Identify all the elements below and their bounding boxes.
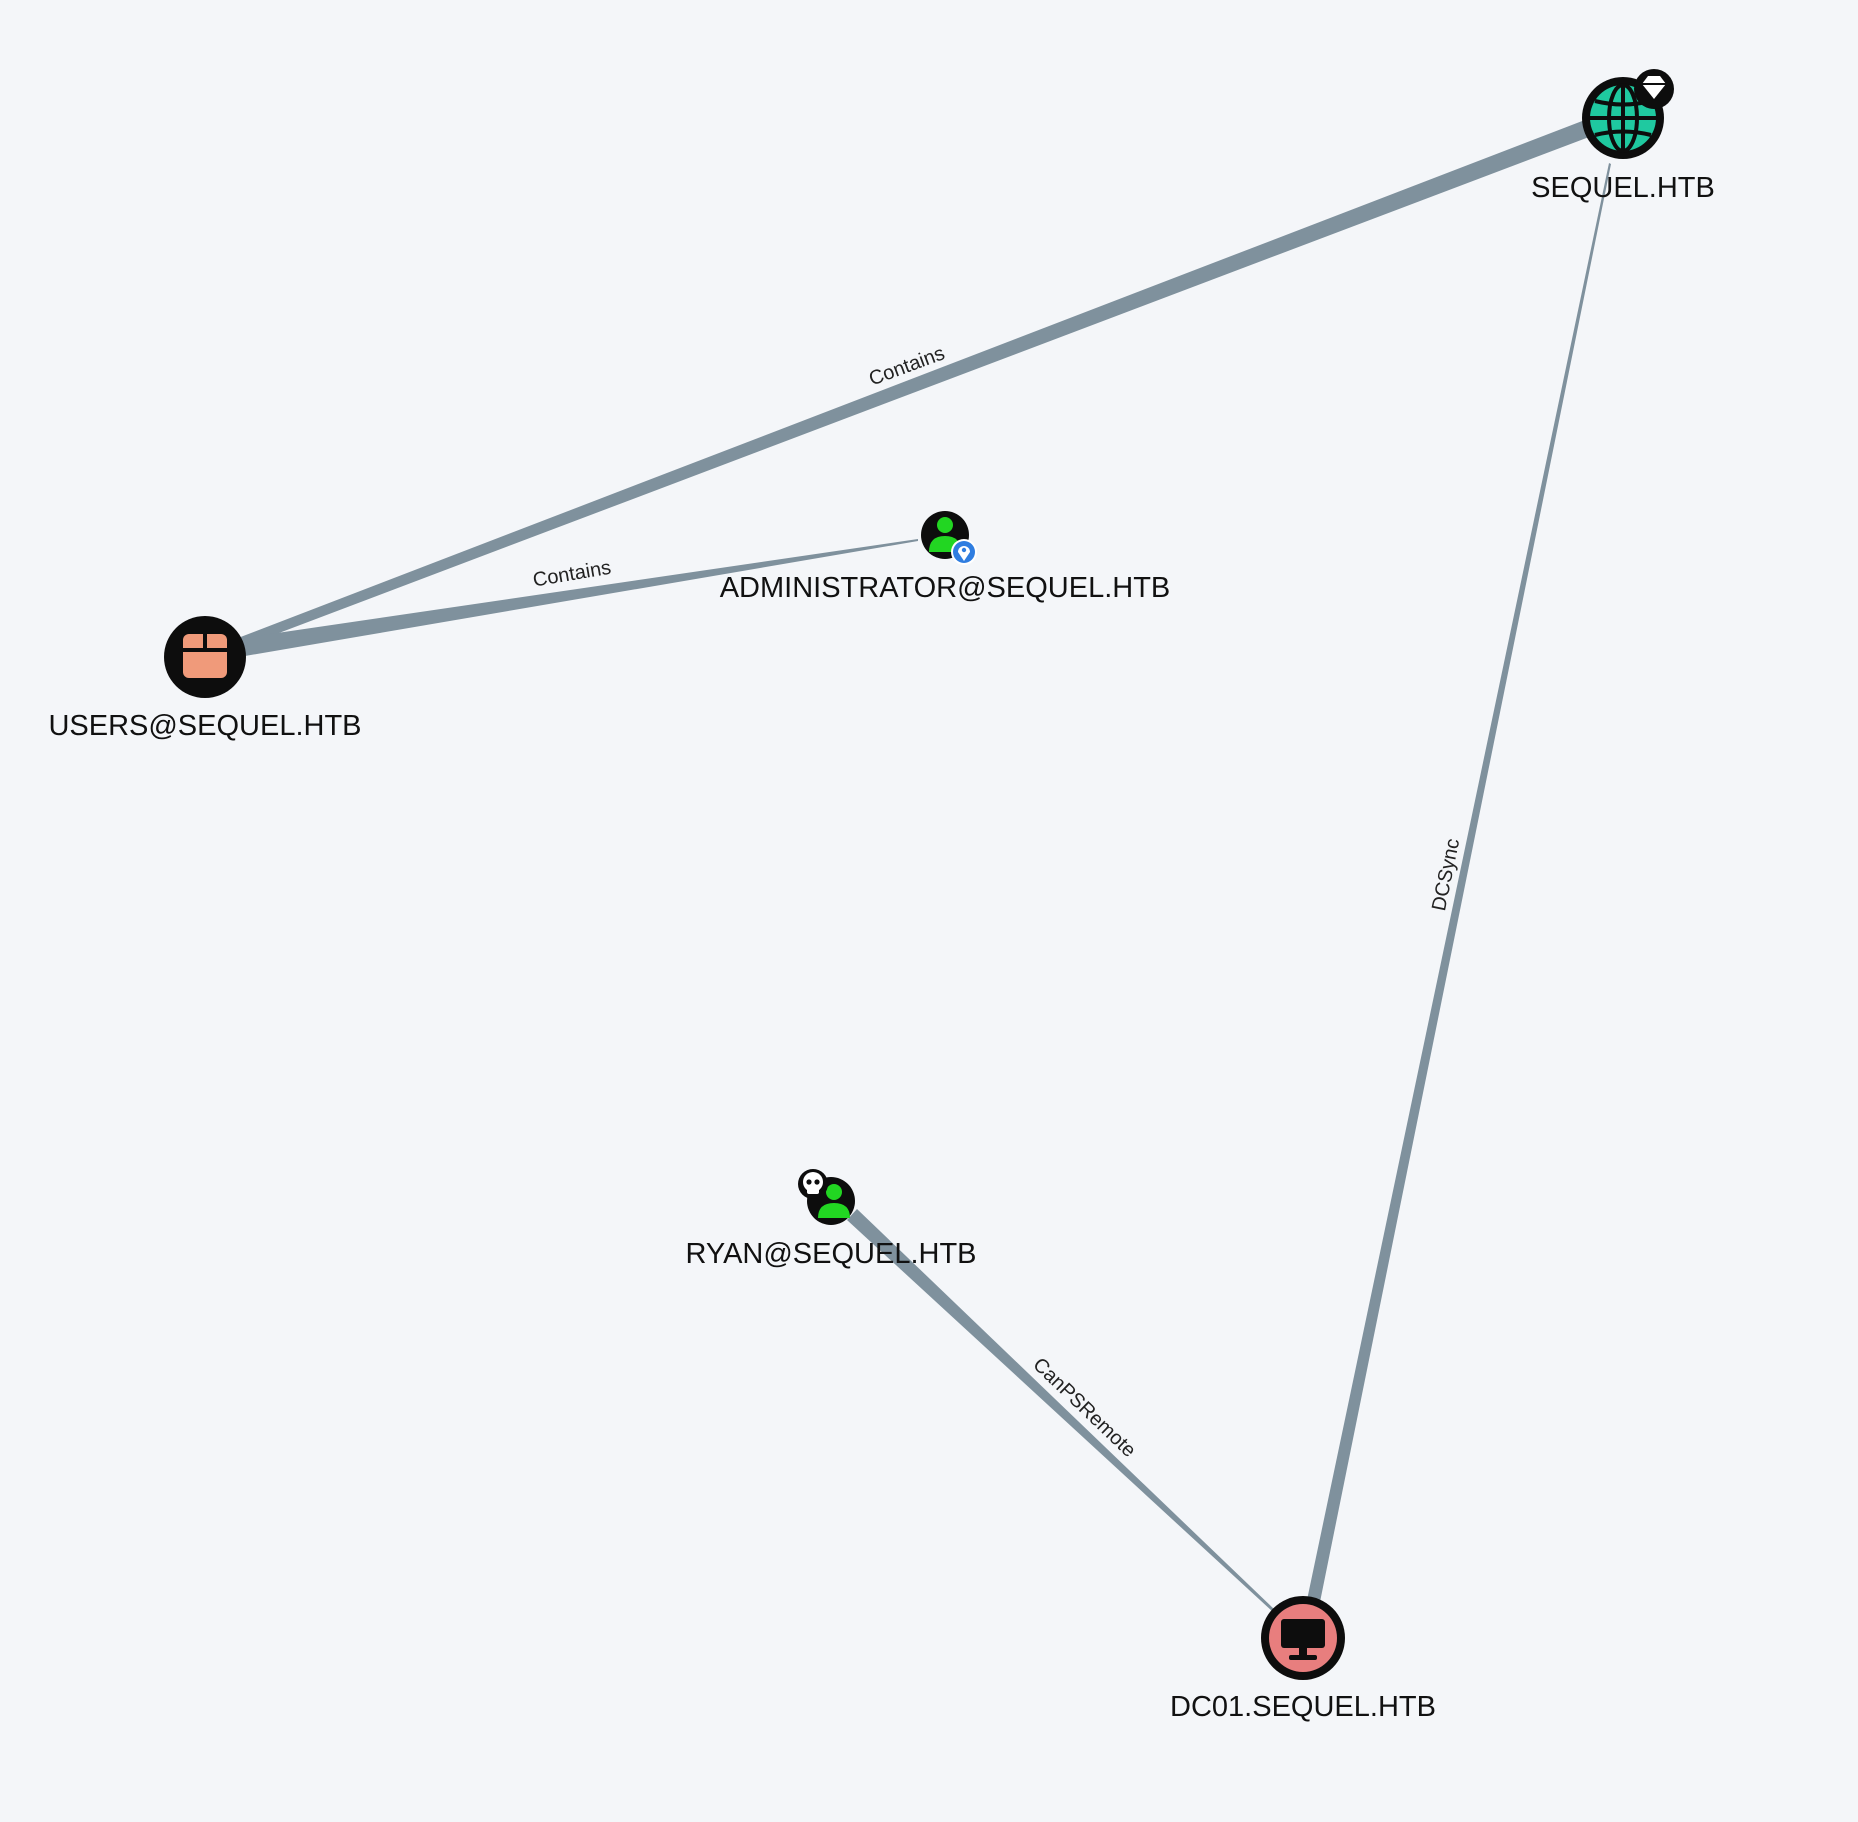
edge-dcsync[interactable]: DCSync: [1307, 163, 1611, 1602]
monitor-icon: [1269, 1604, 1337, 1672]
node-dc01[interactable]: DC01.SEQUEL.HTB: [1170, 1596, 1436, 1723]
diamond-badge-icon: [1634, 69, 1674, 109]
node-label: RYAN@SEQUEL.HTB: [685, 1238, 976, 1270]
edge-contains-domain-users[interactable]: Contains: [238, 118, 1597, 647]
edge-line[interactable]: [1307, 163, 1611, 1602]
node-administrator[interactable]: ADMINISTRATOR@SEQUEL.HTB: [720, 511, 1171, 604]
user-icon: [818, 1184, 850, 1218]
location-pin-badge-icon: [951, 539, 977, 565]
edge-line[interactable]: [243, 539, 918, 656]
group-box-icon: [183, 634, 227, 678]
node-sequel-htb[interactable]: SEQUEL.HTB: [1531, 69, 1715, 204]
node-label: DC01.SEQUEL.HTB: [1170, 1691, 1436, 1723]
edge-label-canpsremote: CanPSRemote: [1028, 1354, 1140, 1462]
node-label: USERS@SEQUEL.HTB: [48, 710, 361, 742]
edge-line[interactable]: [847, 1209, 1275, 1612]
node-label: SEQUEL.HTB: [1531, 172, 1715, 204]
node-ryan[interactable]: RYAN@SEQUEL.HTB: [685, 1169, 977, 1270]
node-users-group[interactable]: USERS@SEQUEL.HTB: [48, 616, 362, 742]
skull-badge-icon: [798, 1169, 828, 1199]
node-label: ADMINISTRATOR@SEQUEL.HTB: [720, 572, 1171, 604]
edge-line[interactable]: [238, 118, 1597, 647]
